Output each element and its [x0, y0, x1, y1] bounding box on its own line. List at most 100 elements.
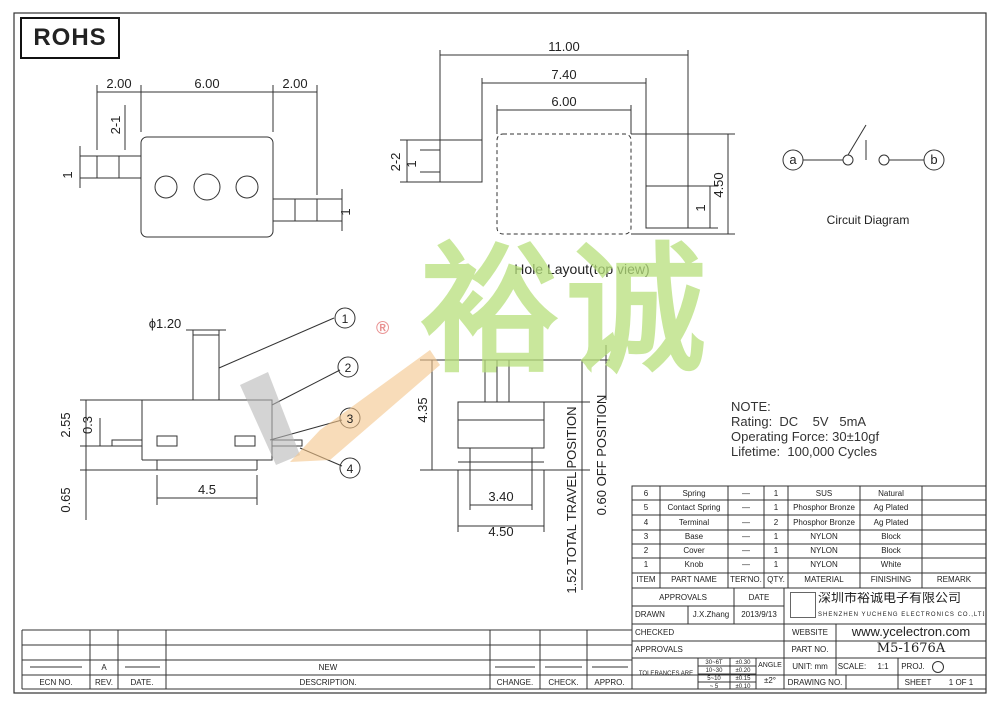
side-view-outline	[80, 307, 361, 520]
drawing-no-label: DRAWING NO.	[787, 678, 843, 687]
side-dim-width: 4.5	[198, 482, 216, 497]
tolerance-value: ±0.10	[735, 684, 751, 690]
bom-qty: 1	[773, 532, 779, 541]
bom-qty: 1	[773, 546, 779, 555]
circuit-terminal-a: a	[789, 152, 797, 167]
company-en: SHENZHEN YUCHENG ELECTRONICS CO.,LTD	[818, 612, 984, 618]
front-dim-height: 4.35	[415, 397, 430, 422]
title-block-lines	[631, 587, 987, 690]
front-dim-total-travel: 1.52 TOTAL TRAVEL POSITION	[564, 406, 579, 593]
rev-header-rev: REV.	[95, 678, 113, 687]
bom-header-remark: REMARK	[936, 575, 972, 584]
approvals-label: APPROVALS	[635, 645, 683, 654]
top-view-outline	[79, 85, 343, 238]
bom-finishing: Ag Plated	[873, 503, 909, 512]
rev-header-date: DATE.	[130, 678, 154, 687]
tolerance-range: 5~10	[707, 676, 721, 682]
notes-lifetime: Lifetime: 100,000 Cycles	[731, 444, 877, 459]
hole-dim-one-left: 1	[404, 160, 419, 167]
bom-item: 1	[643, 560, 649, 569]
side-dim-step: 0.3	[80, 416, 95, 434]
bom-header-finishing: FINISHING	[870, 575, 912, 584]
bom-name: Cover	[683, 546, 705, 555]
top-dim-small-vertical: 2-1	[108, 116, 123, 135]
bom-item: 5	[643, 503, 649, 512]
bom-name: Base	[684, 532, 704, 541]
bom-item: 4	[643, 518, 649, 527]
bom-finishing: Block	[881, 546, 901, 555]
bom-qty: 1	[773, 489, 779, 498]
hole-layout-outline	[400, 50, 735, 235]
notes-force: Operating Force: 30±10gf	[731, 429, 880, 444]
top-dim-right: 2.00	[282, 76, 307, 91]
top-dim-left: 2.00	[106, 76, 131, 91]
date-header: DATE	[748, 593, 770, 602]
checked-label: CHECKED	[635, 628, 675, 637]
bom-ter: —	[742, 489, 750, 498]
drawn-by: J.X.Zhang	[692, 610, 730, 619]
callout-2: 2	[345, 361, 352, 375]
hole-dim-left-vertical: 2-2	[388, 153, 403, 172]
bom-qty: 1	[773, 503, 779, 512]
watermark-logo-shape	[240, 372, 300, 465]
website-label: WEBSITE	[791, 628, 828, 637]
bom-item: 2	[643, 546, 649, 555]
hole-layout-caption: Hole Layout(top view)	[514, 261, 649, 277]
unit-label: UNIT: mm	[792, 662, 828, 671]
bom-material: Phosphor Bronze	[793, 518, 855, 527]
bom-finishing: Natural	[878, 489, 904, 498]
bom-item: 3	[643, 532, 649, 541]
bom-name: Knob	[684, 560, 704, 569]
circuit-terminal-b: b	[930, 152, 937, 167]
hole-dim-inner: 6.00	[551, 94, 576, 109]
bom-ter: —	[742, 503, 750, 512]
tolerance-range: 10~30	[705, 668, 723, 674]
sheet-label: SHEET	[904, 678, 932, 687]
hole-dim-one-right: 1	[693, 204, 708, 211]
bom-ter: —	[742, 532, 750, 541]
bom-header-ter: TER'NO.	[730, 575, 762, 584]
bom-finishing: Block	[881, 532, 901, 541]
website-value: www.ycelectron.com	[851, 625, 971, 639]
callout-1: 1	[342, 312, 349, 326]
bom-material: Phosphor Bronze	[793, 503, 855, 512]
hole-dim-height: 4.50	[711, 172, 726, 197]
sheet-value: 1 OF 1	[948, 678, 974, 687]
notes-rating: Rating: DC 5V 5mA	[731, 414, 867, 429]
rev-value: A	[101, 663, 107, 672]
angle-value: ±2°	[763, 676, 777, 685]
bom-name: Terminal	[678, 518, 710, 527]
top-dim-one-left: 1	[60, 171, 75, 178]
side-dim-bottom: 0.65	[58, 487, 73, 512]
bom-finishing: Ag Plated	[873, 518, 909, 527]
circuit-caption: Circuit Diagram	[827, 213, 910, 227]
revision-block-lines	[21, 629, 632, 689]
approvals-header: APPROVALS	[659, 593, 707, 602]
scale-label: SCALE:	[837, 662, 867, 671]
front-dim-off-position: 0.60 OFF POSITION	[594, 395, 609, 516]
watermark-registered-mark: ®	[376, 318, 390, 338]
tolerances-label: TOLERANCES ARE	[638, 671, 694, 677]
part-no-value: M5-1676A	[876, 642, 946, 656]
rev-header-description: DESCRIPTION.	[299, 678, 357, 687]
desc-value: NEW	[318, 663, 338, 672]
bom-item: 6	[643, 489, 649, 498]
top-dim-one-right: 1	[338, 208, 353, 215]
tolerance-value: ±0.15	[735, 676, 751, 682]
rev-header-check: CHECK.	[548, 678, 579, 687]
front-dim-outer-width: 4.50	[488, 524, 513, 539]
bom-header-item: ITEM	[636, 575, 656, 584]
bom-finishing: White	[880, 560, 902, 569]
bom-header-material: MATERIAL	[804, 575, 844, 584]
notes-title: NOTE:	[731, 399, 771, 414]
scale-value: 1:1	[877, 662, 889, 671]
callout-3: 3	[347, 412, 354, 426]
bom-ter: —	[742, 546, 750, 555]
drawn-label: DRAWN	[635, 610, 665, 619]
bom-name: Spring	[682, 489, 706, 498]
hole-dim-total: 11.00	[548, 39, 580, 54]
rev-header-ecn: ECN NO.	[39, 678, 73, 687]
bom-material: SUS	[815, 489, 833, 498]
